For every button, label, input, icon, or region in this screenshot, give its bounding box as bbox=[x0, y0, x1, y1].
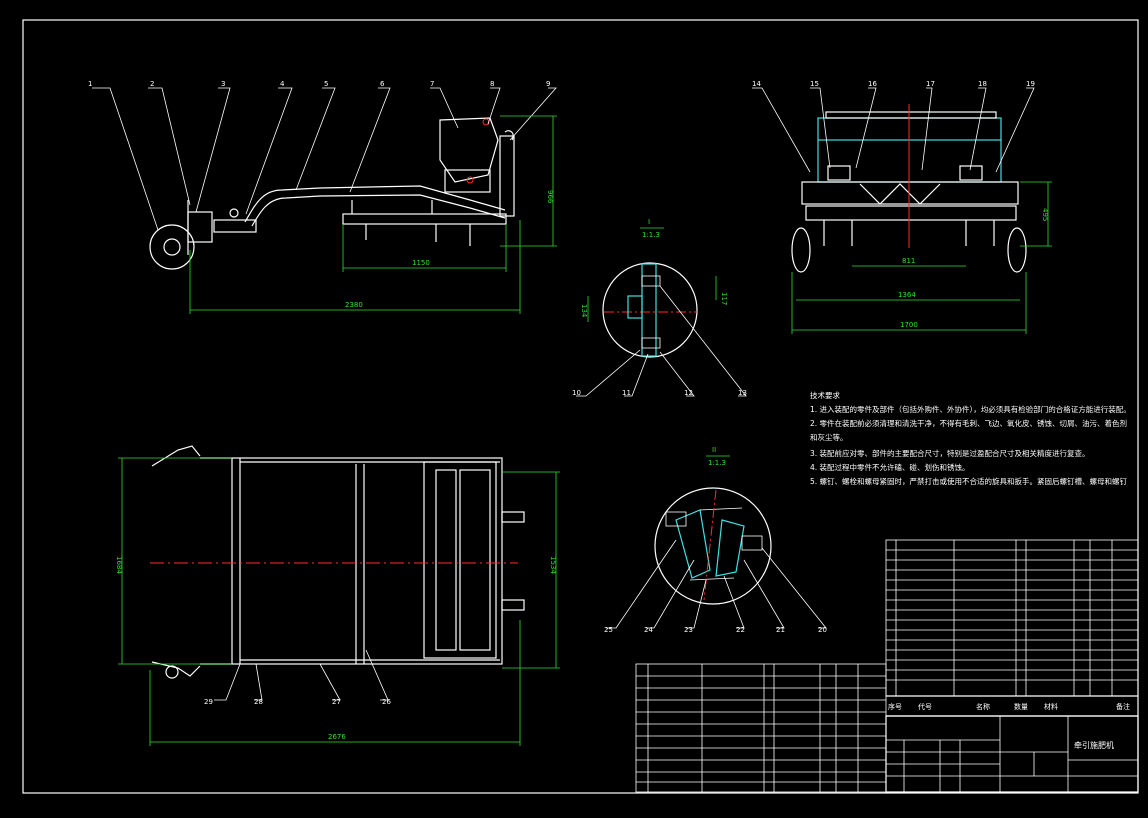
balloon-29: 29 bbox=[204, 698, 213, 706]
dim-side-height: 966 bbox=[546, 190, 554, 204]
drawing-name: 牵引施肥机 bbox=[1074, 740, 1114, 750]
balloon-4: 4 bbox=[280, 80, 285, 88]
detail-view-ii: II 1:1.3 25 24 23 22 21 20 bbox=[604, 446, 827, 634]
bom-col-material: 材料 bbox=[1044, 702, 1058, 711]
balloon-17: 17 bbox=[926, 80, 935, 88]
tech-line-5: 4. 装配过程中零件不允许磕、碰、划伤和锈蚀。 bbox=[810, 462, 970, 472]
balloon-16: 16 bbox=[868, 80, 877, 88]
bom-col-code: 代号 bbox=[918, 702, 932, 711]
balloon-1: 1 bbox=[88, 80, 92, 88]
balloon-18: 18 bbox=[978, 80, 987, 88]
bom-col-name: 名称 bbox=[976, 702, 990, 711]
balloon-8: 8 bbox=[490, 80, 494, 88]
balloon-2: 2 bbox=[150, 80, 154, 88]
front-view: 14 15 16 17 18 19 811 1364 1700 495 bbox=[752, 80, 1052, 334]
balloon-7: 7 bbox=[430, 80, 434, 88]
side-hopper bbox=[439, 117, 499, 183]
balloon-13: 13 bbox=[738, 389, 747, 397]
side-wheel bbox=[149, 224, 195, 270]
balloon-24: 24 bbox=[644, 626, 653, 634]
dim-front-inner: 811 bbox=[902, 257, 915, 265]
balloon-6: 6 bbox=[380, 80, 385, 88]
balloon-28: 28 bbox=[254, 698, 263, 706]
dim-top-width-right: 1534 bbox=[549, 556, 557, 574]
tech-line-1: 1. 进入装配的零件及部件（包括外购件、外协件），均必须具有检验部门的合格证方能… bbox=[810, 404, 1131, 414]
technical-requirements: 技术要求 1. 进入装配的零件及部件（包括外购件、外协件），均必须具有检验部门的… bbox=[810, 390, 1131, 486]
tech-line-6: 5. 螺钉、螺栓和螺母紧固时，严禁打击或使用不合适的旋具和扳手。紧固后螺钉槽、螺… bbox=[810, 476, 1128, 486]
balloon-12: 12 bbox=[684, 389, 693, 397]
balloon-9: 9 bbox=[546, 80, 550, 88]
tech-line-2: 2. 零件在装配前必须清理和清洗干净，不得有毛刺、飞边、氧化皮、锈蚀、切屑、油污… bbox=[810, 418, 1127, 428]
title-block: 牵引施肥机 bbox=[885, 715, 1139, 793]
balloon-25: 25 bbox=[604, 626, 613, 634]
balloon-27: 27 bbox=[332, 698, 341, 706]
balloon-26: 26 bbox=[382, 698, 391, 706]
balloon-14: 14 bbox=[752, 80, 761, 88]
balloon-23: 23 bbox=[684, 626, 693, 634]
balloon-5: 5 bbox=[324, 80, 328, 88]
front-wheel-left bbox=[791, 227, 811, 273]
detail-i-scale: 1:1.3 bbox=[642, 231, 660, 239]
detail-view-i: I 1:1.3 117 134 10 11 12 13 bbox=[572, 218, 747, 397]
balloon-15: 15 bbox=[810, 80, 819, 88]
dim-detail-a2: 134 bbox=[580, 304, 588, 318]
balloon-22: 22 bbox=[736, 626, 745, 634]
balloon-11: 11 bbox=[622, 389, 631, 397]
balloon-3: 3 bbox=[221, 80, 225, 88]
tech-line-4: 3. 装配前应对零、部件的主要配合尺寸，特别是过盈配合尺寸及相关精度进行复查。 bbox=[810, 448, 1090, 458]
sheet-border bbox=[22, 19, 1139, 794]
detail-ii-label: II bbox=[712, 446, 716, 454]
tech-line-3: 和灰尘等。 bbox=[810, 432, 848, 442]
bom-table-right: 序号 代号 名称 数量 材料 备注 bbox=[885, 539, 1139, 717]
dim-front-overall: 1700 bbox=[900, 321, 918, 329]
top-frame bbox=[231, 457, 503, 665]
balloon-21: 21 bbox=[776, 626, 785, 634]
dim-detail-a1: 117 bbox=[720, 292, 728, 305]
dim-front-wheel: 1364 bbox=[898, 291, 916, 299]
bom-table-lower bbox=[635, 663, 887, 793]
balloon-19: 19 bbox=[1026, 80, 1035, 88]
detail-ii-scale: 1:1.3 bbox=[708, 459, 726, 467]
dim-side-overall: 2380 bbox=[345, 301, 363, 309]
dim-top-width: 1684 bbox=[115, 556, 123, 574]
balloon-10: 10 bbox=[572, 389, 581, 397]
side-view: 1 2 3 4 5 6 7 8 9 2380 1150 966 bbox=[88, 80, 557, 314]
bom-col-remark: 备注 bbox=[1116, 702, 1130, 711]
tech-title: 技术要求 bbox=[810, 390, 840, 400]
detail-i-label: I bbox=[648, 218, 650, 226]
top-view: 29 28 27 26 2676 1684 1534 bbox=[115, 445, 560, 746]
balloon-20: 20 bbox=[818, 626, 827, 634]
dim-top-length: 2676 bbox=[328, 733, 346, 741]
bom-col-seq: 序号 bbox=[888, 702, 902, 711]
bom-col-qty: 数量 bbox=[1014, 702, 1028, 711]
front-wheel-right bbox=[1007, 227, 1027, 273]
dim-front-height: 495 bbox=[1041, 208, 1049, 221]
dim-side-frame: 1150 bbox=[412, 259, 430, 267]
